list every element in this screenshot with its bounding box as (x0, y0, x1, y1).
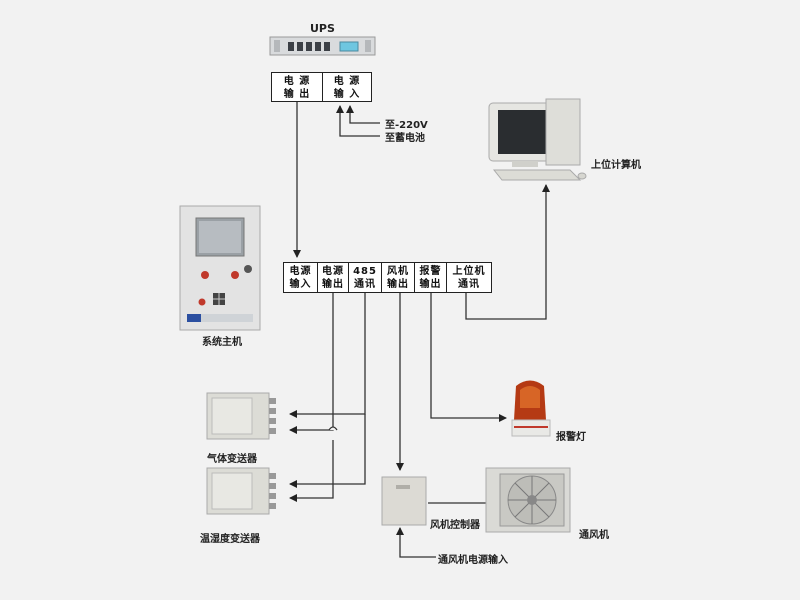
ups-title: UPS (310, 22, 335, 35)
ups-input-line2: 输 入 (333, 89, 361, 100)
fan-controller-label: 风机控制器 (430, 520, 480, 531)
host-terminal-power-input: 电源 输入 (283, 262, 318, 293)
gas-transmitter-box (206, 392, 276, 440)
gas-transmitter-label: 气体变送器 (207, 454, 257, 465)
terminal-line1: 电源 (322, 266, 344, 277)
power-to-th-wire (289, 440, 334, 502)
alarm-output-wire (430, 293, 507, 422)
terminal-line2: 输出 (322, 279, 344, 290)
terminal-line2: 输出 (387, 279, 409, 290)
terminal-line2: 通讯 (458, 279, 480, 290)
ups-rack-unit (269, 36, 376, 56)
feed-220v-wire (346, 105, 380, 124)
computer-illustration (488, 98, 587, 181)
alarm-lamp-label: 报警灯 (556, 432, 586, 443)
host-terminal-fan-output: 风机 输出 (381, 262, 415, 293)
feed-battery-label: 至蓄电池 (385, 133, 425, 144)
wire-crossover (328, 426, 338, 431)
feed-220v-label: 至-220V (385, 120, 428, 131)
host-terminal-485: 485 通讯 (348, 262, 382, 293)
ups-output-line1: 电 源 (283, 76, 311, 87)
computer-label: 上位计算机 (591, 160, 641, 171)
host-to-computer-wire (465, 184, 550, 320)
th-transmitter-label: 温湿度变送器 (200, 534, 260, 545)
ups-output-line2: 输 出 (283, 89, 311, 100)
feed-battery-wire (336, 105, 380, 137)
terminal-line2: 通讯 (354, 279, 376, 290)
ups-output-terminal: 电 源 输 出 (271, 72, 323, 102)
th-transmitter-box (206, 467, 276, 515)
fan-label: 通风机 (579, 530, 609, 541)
terminal-line1: 电源 (289, 266, 312, 277)
ups-input-terminal: 电 源 输 入 (322, 72, 372, 102)
host-terminal-power-output: 电源 输出 (317, 262, 349, 293)
terminal-line2: 输入 (289, 279, 312, 290)
alarm-lamp-illustration (511, 380, 551, 437)
485-to-gas-wire (289, 293, 366, 418)
485-to-th-wire (289, 414, 366, 488)
terminal-line2: 输出 (419, 279, 442, 290)
fan-power-input-label: 通风机电源输入 (438, 555, 508, 566)
host-terminal-alarm-output: 报警 输出 (414, 262, 447, 293)
terminal-line1: 报警 (419, 266, 442, 277)
terminal-line1: 风机 (387, 266, 409, 277)
fan-power-input-wire (396, 527, 436, 558)
host-cabinet (179, 205, 261, 331)
fan-controller-box (381, 476, 427, 526)
terminal-line1: 上位机 (452, 266, 486, 277)
ups-input-line1: 电 源 (333, 76, 361, 87)
terminal-line1: 485 (353, 266, 377, 277)
power-to-gas-wire (289, 293, 334, 434)
host-terminal-upper-comm: 上位机 通讯 (446, 262, 492, 293)
fan-illustration (485, 467, 571, 533)
host-label: 系统主机 (202, 337, 242, 348)
